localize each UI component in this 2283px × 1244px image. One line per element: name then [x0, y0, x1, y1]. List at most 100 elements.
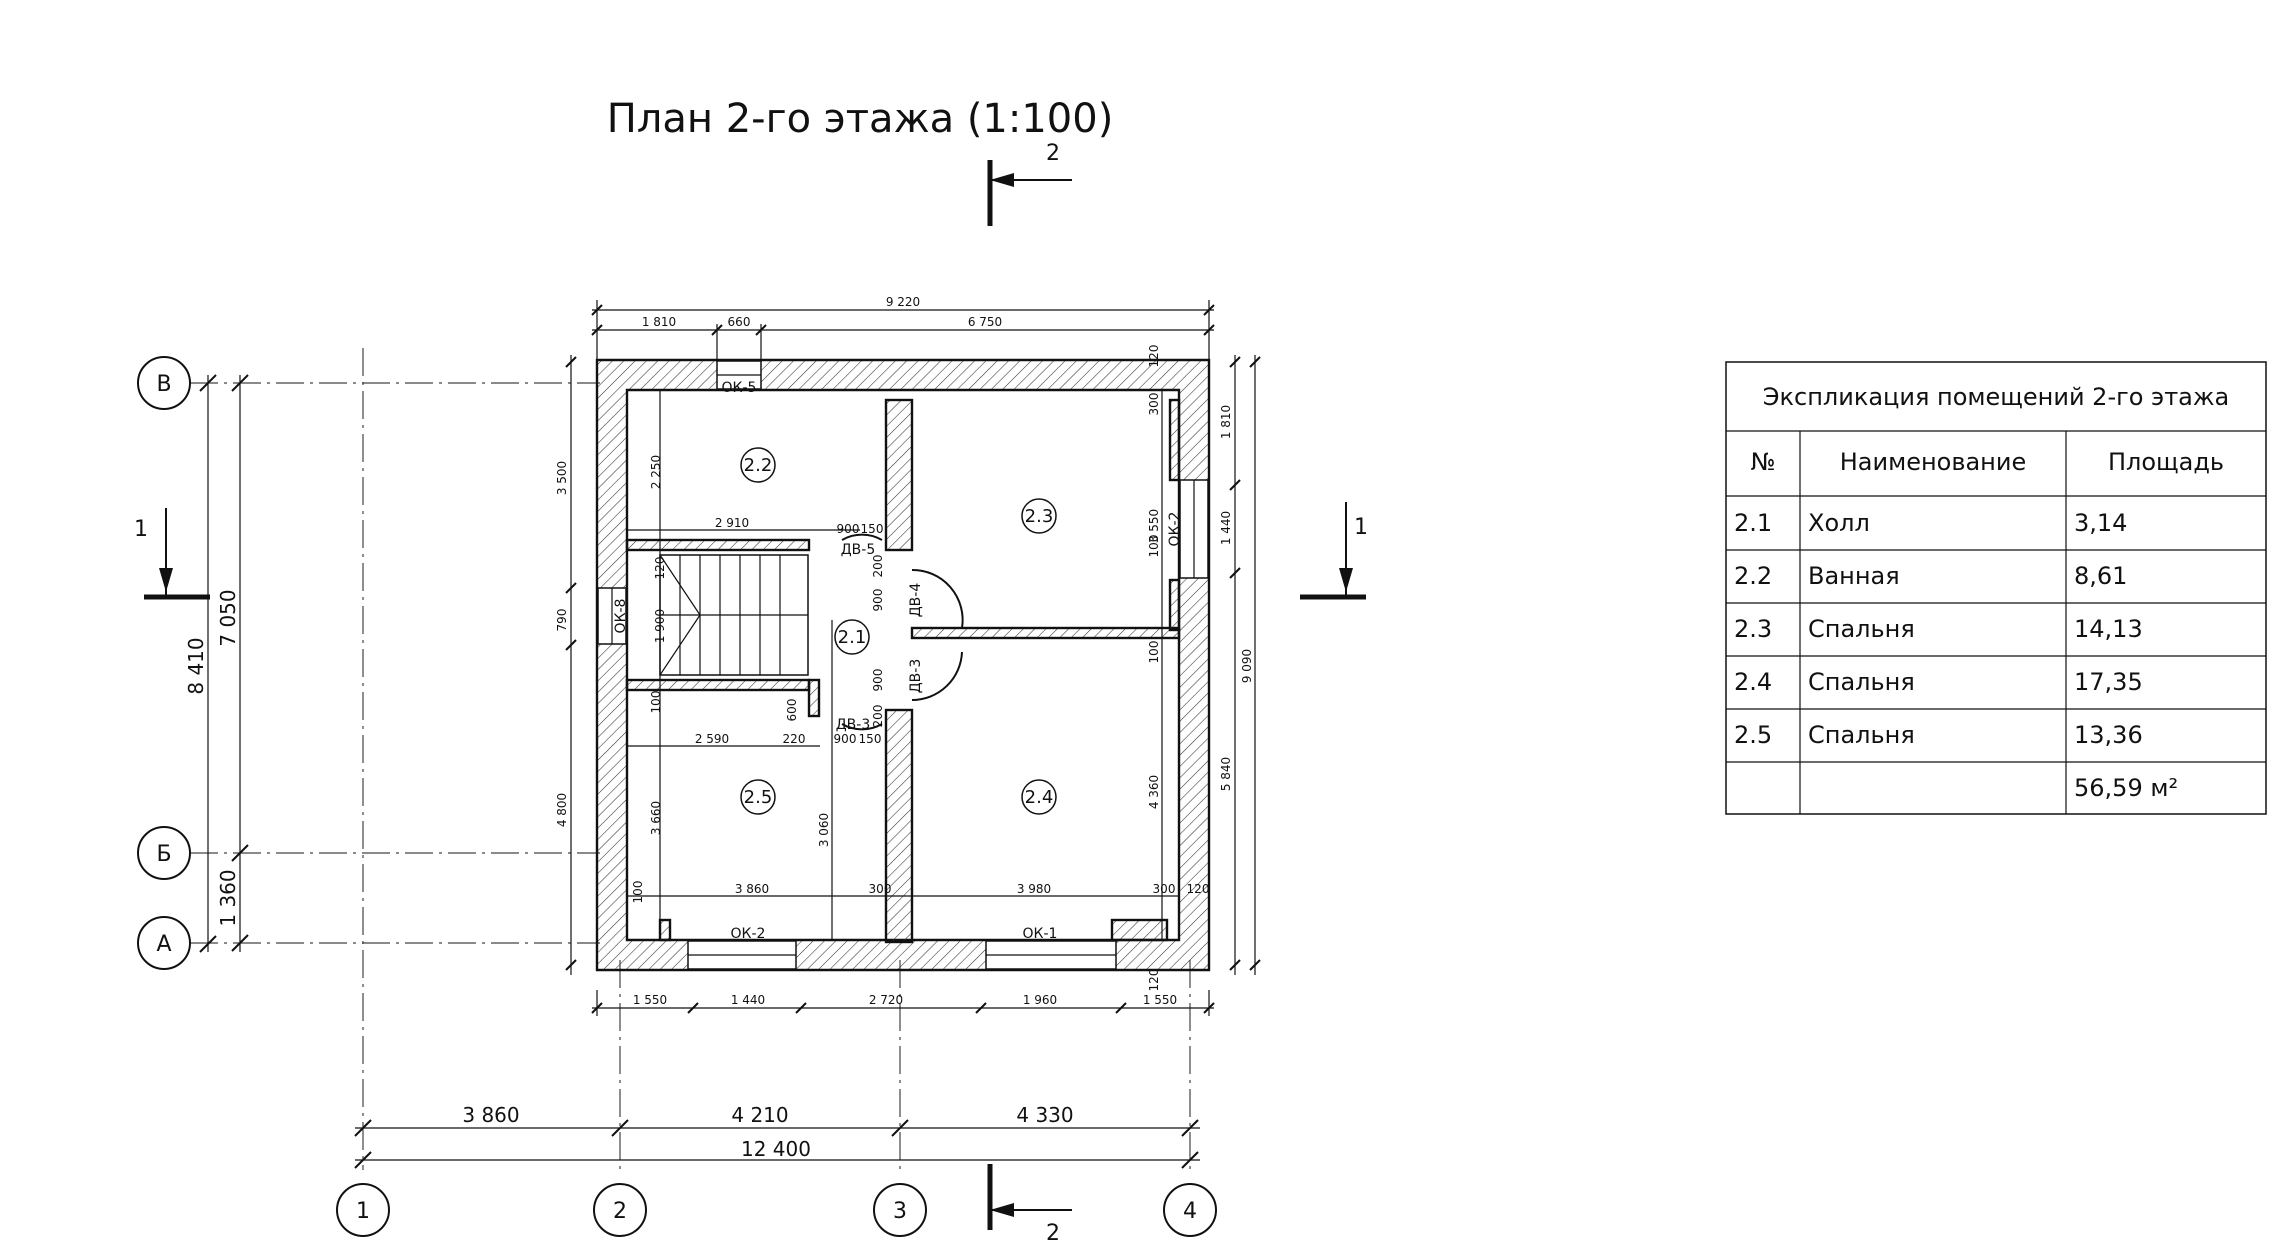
- room-tag-2-2: 2.2: [740, 447, 776, 483]
- axis-label-2: 2: [613, 1199, 627, 1224]
- dim-r22-width: 2 910: [715, 516, 749, 530]
- plan-title: План 2-го этажа (1:100): [607, 96, 1114, 142]
- dim-door-200-a: 200: [871, 555, 885, 578]
- axis-left-span-2: 1 360: [216, 869, 240, 926]
- explication-row-area: 3,14: [2074, 509, 2127, 537]
- dim-bottom-left: 3 860: [735, 882, 769, 896]
- axis-bubble-b: Б: [137, 826, 191, 880]
- door-dv3-left: ДВ-3: [836, 717, 871, 733]
- axis-bubble-v: В: [137, 356, 191, 410]
- explication-row-name: Холл: [1808, 509, 1870, 537]
- dim-r25-width: 2 590: [695, 732, 729, 746]
- right-dim-3: 5 840: [1219, 757, 1233, 791]
- dim-door-150-a: 150: [861, 522, 884, 536]
- dim-wall-100-c: 100: [649, 691, 663, 714]
- section-mark-bottom: 2: [987, 1164, 1072, 1244]
- dim-door-900-b: 900: [871, 669, 885, 692]
- dim-stair-100: 100: [631, 881, 645, 904]
- explication-row-number: 2.2: [1734, 562, 1772, 590]
- axis-label-a: А: [156, 932, 171, 957]
- top-dimensions: 9 220 1 810 660 6 750: [591, 295, 1215, 362]
- explication-row-name: Спальня: [1808, 668, 1915, 696]
- grid-axes: [190, 348, 1191, 1170]
- dim-wall-120-c: 120: [1147, 969, 1161, 992]
- building-walls: [595, 358, 1211, 972]
- right-dim-1: 1 810: [1219, 405, 1233, 439]
- dim-wall-100-b: 100: [1147, 535, 1161, 558]
- left-dim-3: 4 800: [555, 793, 569, 827]
- axis-label-4: 4: [1183, 1199, 1197, 1224]
- window-ok5: ОК-5: [722, 380, 757, 396]
- left-dim-1: 3 500: [555, 461, 569, 495]
- dim-r21-height: 3 060: [817, 813, 831, 847]
- dim-r25-right: 220: [783, 732, 806, 746]
- explication-row-number: 2.3: [1734, 615, 1772, 643]
- room-tag-2-1-label: 2.1: [838, 627, 867, 648]
- explication-row-name: Спальня: [1808, 615, 1915, 643]
- axis-span-1: 3 860: [462, 1103, 519, 1127]
- explication-total: 56,59 м²: [2074, 774, 2178, 802]
- axis-left-span-1: 7 050: [216, 589, 240, 646]
- axis-left-total: 8 410: [184, 637, 208, 694]
- section-mark-left-label: 1: [134, 517, 148, 542]
- axis-bubble-2: 2: [593, 1183, 647, 1237]
- interior-dim-lines: [627, 390, 1179, 940]
- windows: ОК-5 ОК-2 ОК-8 ОК-2 ОК-1: [597, 360, 1209, 970]
- door-dv5: ДВ-5: [841, 542, 876, 558]
- axis-span-2: 4 210: [731, 1103, 788, 1127]
- room-tag-2-5-label: 2.5: [744, 787, 773, 808]
- axis-bubble-a: А: [137, 916, 191, 970]
- top-dim-1: 1 810: [642, 315, 676, 329]
- dim-r22-height: 2 250: [649, 455, 663, 489]
- top-dim-3: 6 750: [968, 315, 1002, 329]
- axis-dimensions-bottom: 3 860 4 210 4 330 12 400: [354, 1103, 1200, 1169]
- bottom-dim-5: 1 550: [1143, 993, 1177, 1007]
- dim-bottom-right: 3 980: [1017, 882, 1051, 896]
- doors: ДВ-5 ДВ-4 ДВ-3 ДВ-3: [836, 533, 964, 733]
- dim-door-900-c: 900: [837, 522, 860, 536]
- axis-label-3: 3: [893, 1199, 907, 1224]
- dim-door-900-d: 900: [834, 732, 857, 746]
- left-dimensions: 3 500 790 4 800: [555, 355, 577, 975]
- axis-label-1: 1: [356, 1199, 370, 1224]
- explication-row-area: 13,36: [2074, 721, 2143, 749]
- bottom-dimensions: 1 550 1 440 2 720 1 960 1 550: [591, 990, 1215, 1016]
- top-overall-dim: 9 220: [886, 295, 920, 309]
- window-ok2-right: ОК-2: [1167, 512, 1183, 547]
- explication-header-area: Площадь: [2108, 448, 2224, 476]
- dim-wall-300-b: 300: [1153, 882, 1176, 896]
- bottom-dim-2: 1 440: [731, 993, 765, 1007]
- axis-label-v: В: [156, 372, 171, 397]
- room-tag-2-4: 2.4: [1021, 779, 1057, 815]
- axis-bubble-3: 3: [873, 1183, 927, 1237]
- explication-row-name: Спальня: [1808, 721, 1915, 749]
- room-tag-2-2-label: 2.2: [744, 455, 773, 476]
- staircase: [659, 554, 809, 676]
- explication-row-area: 17,35: [2074, 668, 2143, 696]
- dim-wall-300-a: 300: [869, 882, 892, 896]
- right-dimensions: 1 810 1 440 5 840 9 090: [1219, 355, 1261, 975]
- section-mark-right: 1: [1300, 502, 1368, 600]
- axis-dimensions-left: 8 410 7 050 1 360: [184, 374, 249, 953]
- section-mark-top: 2: [987, 141, 1072, 226]
- axis-label-b: Б: [156, 842, 171, 867]
- dim-wall-120-a: 120: [1147, 345, 1161, 368]
- explication-header-number: №: [1751, 448, 1776, 476]
- dim-r24-height: 4 360: [1147, 775, 1161, 809]
- dim-door-900-a: 900: [871, 589, 885, 612]
- explication-row-name: Ванная: [1808, 562, 1900, 590]
- dim-wall-300-c: 300: [1147, 393, 1161, 416]
- room-tag-2-3-label: 2.3: [1025, 506, 1054, 527]
- room-tag-2-1: 2.1: [834, 619, 870, 655]
- axis-bubble-1: 1: [336, 1183, 390, 1237]
- window-ok1: ОК-1: [1023, 926, 1058, 942]
- explication-title: Экспликация помещений 2-го этажа: [1763, 383, 2229, 411]
- right-dim-2: 1 440: [1219, 511, 1233, 545]
- room-tag-2-4-label: 2.4: [1025, 787, 1054, 808]
- dim-r25-height: 3 660: [649, 801, 663, 835]
- door-dv3-right: ДВ-3: [908, 659, 924, 694]
- explication-table: Экспликация помещений 2-го этажа № Наиме…: [1725, 361, 2267, 815]
- dim-wall-100-a: 100: [1147, 641, 1161, 664]
- section-mark-left: 1: [134, 508, 210, 600]
